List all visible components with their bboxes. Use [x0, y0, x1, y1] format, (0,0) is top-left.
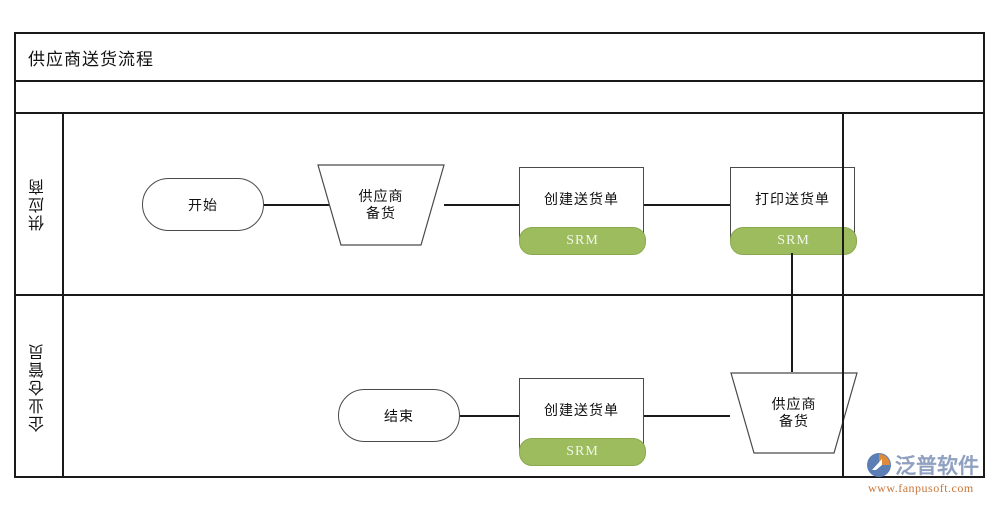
badge-srm-print-delivery-note-label: SRM: [777, 233, 810, 248]
watermark-brand-row: 泛普软件: [866, 450, 979, 480]
node-supplier-prepare-2-line1: 供应商: [771, 395, 817, 412]
lane-label-warehouse-text: 企业仓管员: [30, 342, 47, 432]
page-title: 供应商送货流程: [28, 49, 154, 69]
swimlane-warehouse-body: 结束 创建送货单 SRM 供应商 备货: [64, 296, 983, 478]
connector-start-to-prepare: [264, 204, 332, 206]
node-end-label: 结束: [384, 407, 414, 424]
swimlane-frame: 供应商送货流程 供应商 开始: [14, 32, 985, 478]
badge-srm-create-delivery-note-2-label: SRM: [566, 444, 599, 459]
watermark-brand: 泛普软件: [895, 454, 979, 478]
node-create-delivery-note-label: 创建送货单: [544, 190, 619, 207]
node-supplier-prepare-2-line2: 备货: [779, 413, 809, 429]
node-supplier-prepare-2[interactable]: 供应商 备货: [730, 372, 858, 454]
swimlane-warehouse: 企业仓管员 结束 创建送货单 SRM: [16, 296, 983, 478]
connector-print-down-lane2: [791, 296, 793, 372]
node-supplier-prepare-line1: 供应商: [358, 187, 404, 204]
lane-label-supplier-text: 供应商: [30, 177, 47, 231]
lane-label-supplier: 供应商: [16, 114, 64, 294]
watermark-url: www.fanpusoft.com: [868, 481, 974, 495]
swimlane-supplier-body: 开始 供应商 备货 创建送货单 SRM: [64, 114, 983, 296]
connector-create2-to-prepare2: [644, 415, 730, 417]
node-supplier-prepare-line2: 备货: [366, 205, 396, 221]
diagram-title-row: 供应商送货流程: [16, 34, 983, 82]
badge-srm-print-delivery-note: SRM: [730, 227, 857, 255]
connector-print-down-lane1: [791, 253, 793, 296]
connector-create-to-print: [644, 204, 730, 206]
badge-srm-create-delivery-note-2: SRM: [519, 438, 646, 466]
lane-right-divider: [842, 114, 844, 478]
node-supplier-prepare-label: 供应商 备货: [317, 164, 445, 246]
header-spacer-row: [16, 82, 983, 114]
node-print-delivery-note-label: 打印送货单: [755, 190, 830, 207]
lane-label-warehouse: 企业仓管员: [16, 296, 64, 478]
node-start-label: 开始: [188, 196, 218, 213]
fanpu-logo-icon: [866, 452, 892, 478]
badge-srm-create-delivery-note: SRM: [519, 227, 646, 255]
trapezoid-shape-icon: [730, 372, 858, 454]
node-start[interactable]: 开始: [142, 178, 264, 231]
node-supplier-prepare-2-label: 供应商 备货: [730, 372, 858, 454]
watermark: 泛普软件 www.fanpusoft.com: [866, 450, 994, 498]
node-supplier-prepare[interactable]: 供应商 备货: [317, 164, 445, 246]
connector-end-to-create2: [460, 415, 522, 417]
badge-srm-create-delivery-note-label: SRM: [566, 233, 599, 248]
swimlane-supplier: 供应商 开始 供应商 备货: [16, 114, 983, 296]
node-create-delivery-note-2-label: 创建送货单: [544, 401, 619, 418]
connector-prepare-to-create: [444, 204, 520, 206]
trapezoid-shape-icon: [317, 164, 445, 246]
node-end[interactable]: 结束: [338, 389, 460, 442]
